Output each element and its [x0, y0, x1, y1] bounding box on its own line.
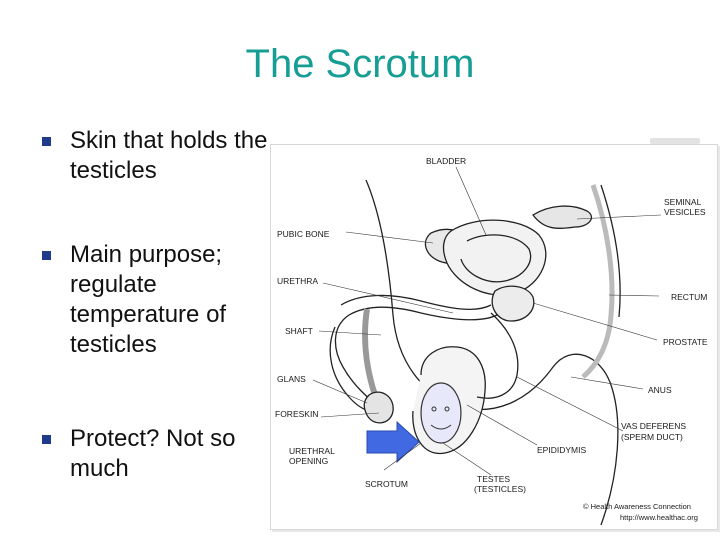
label-foreskin: FORESKIN	[275, 409, 318, 419]
label-vas-deferens-1: VAS DEFERENS	[621, 421, 686, 431]
label-scrotum: SCROTUM	[365, 479, 408, 489]
seminal-vesicle-shape	[533, 206, 591, 228]
label-testes-2: (TESTICLES)	[474, 484, 526, 494]
anatomy-diagram: BLADDER PUBIC BONE SEMINAL VESICLES URET…	[270, 144, 718, 530]
square-bullet-icon	[42, 137, 51, 146]
square-bullet-icon	[42, 435, 51, 444]
label-seminal-2: VESICLES	[664, 207, 706, 217]
bullet-text: Skin that holds the testicles	[70, 126, 270, 186]
label-epididymis: EPIDIDYMIS	[537, 445, 586, 455]
anatomy-illustration: BLADDER PUBIC BONE SEMINAL VESICLES URET…	[271, 145, 717, 529]
credit-line-1: © Health Awareness Connection	[583, 502, 691, 511]
pointer-arrow-icon	[367, 422, 419, 462]
shaft-stripes	[365, 309, 375, 395]
label-anus: ANUS	[648, 385, 672, 395]
prostate-shape	[492, 286, 534, 321]
credit-line-2: http://www.healthac.org	[620, 513, 698, 522]
label-vas-deferens-2: (SPERM DUCT)	[621, 432, 683, 442]
bullet-text: Protect? Not so much	[70, 424, 270, 484]
glans-shape	[364, 392, 393, 423]
bullet-text: Main purpose; regulate temperature of te…	[70, 240, 270, 360]
penis-upper	[341, 295, 491, 309]
label-urethral-opening-2: OPENING	[289, 456, 328, 466]
label-prostate: PROSTATE	[663, 337, 708, 347]
square-bullet-icon	[42, 251, 51, 260]
label-shaft: SHAFT	[285, 326, 313, 336]
label-testes-1: TESTES	[477, 474, 510, 484]
label-rectum: RECTUM	[671, 292, 707, 302]
label-pubic-bone: PUBIC BONE	[277, 229, 330, 239]
label-bladder: BLADDER	[426, 156, 466, 166]
label-urethral-opening-1: URETHRAL	[289, 446, 335, 456]
label-seminal-1: SEMINAL	[664, 197, 702, 207]
label-glans: GLANS	[277, 374, 306, 384]
label-urethra: URETHRA	[277, 276, 318, 286]
smiley-testis-icon	[421, 383, 461, 443]
slide-title: The Scrotum	[0, 42, 720, 87]
